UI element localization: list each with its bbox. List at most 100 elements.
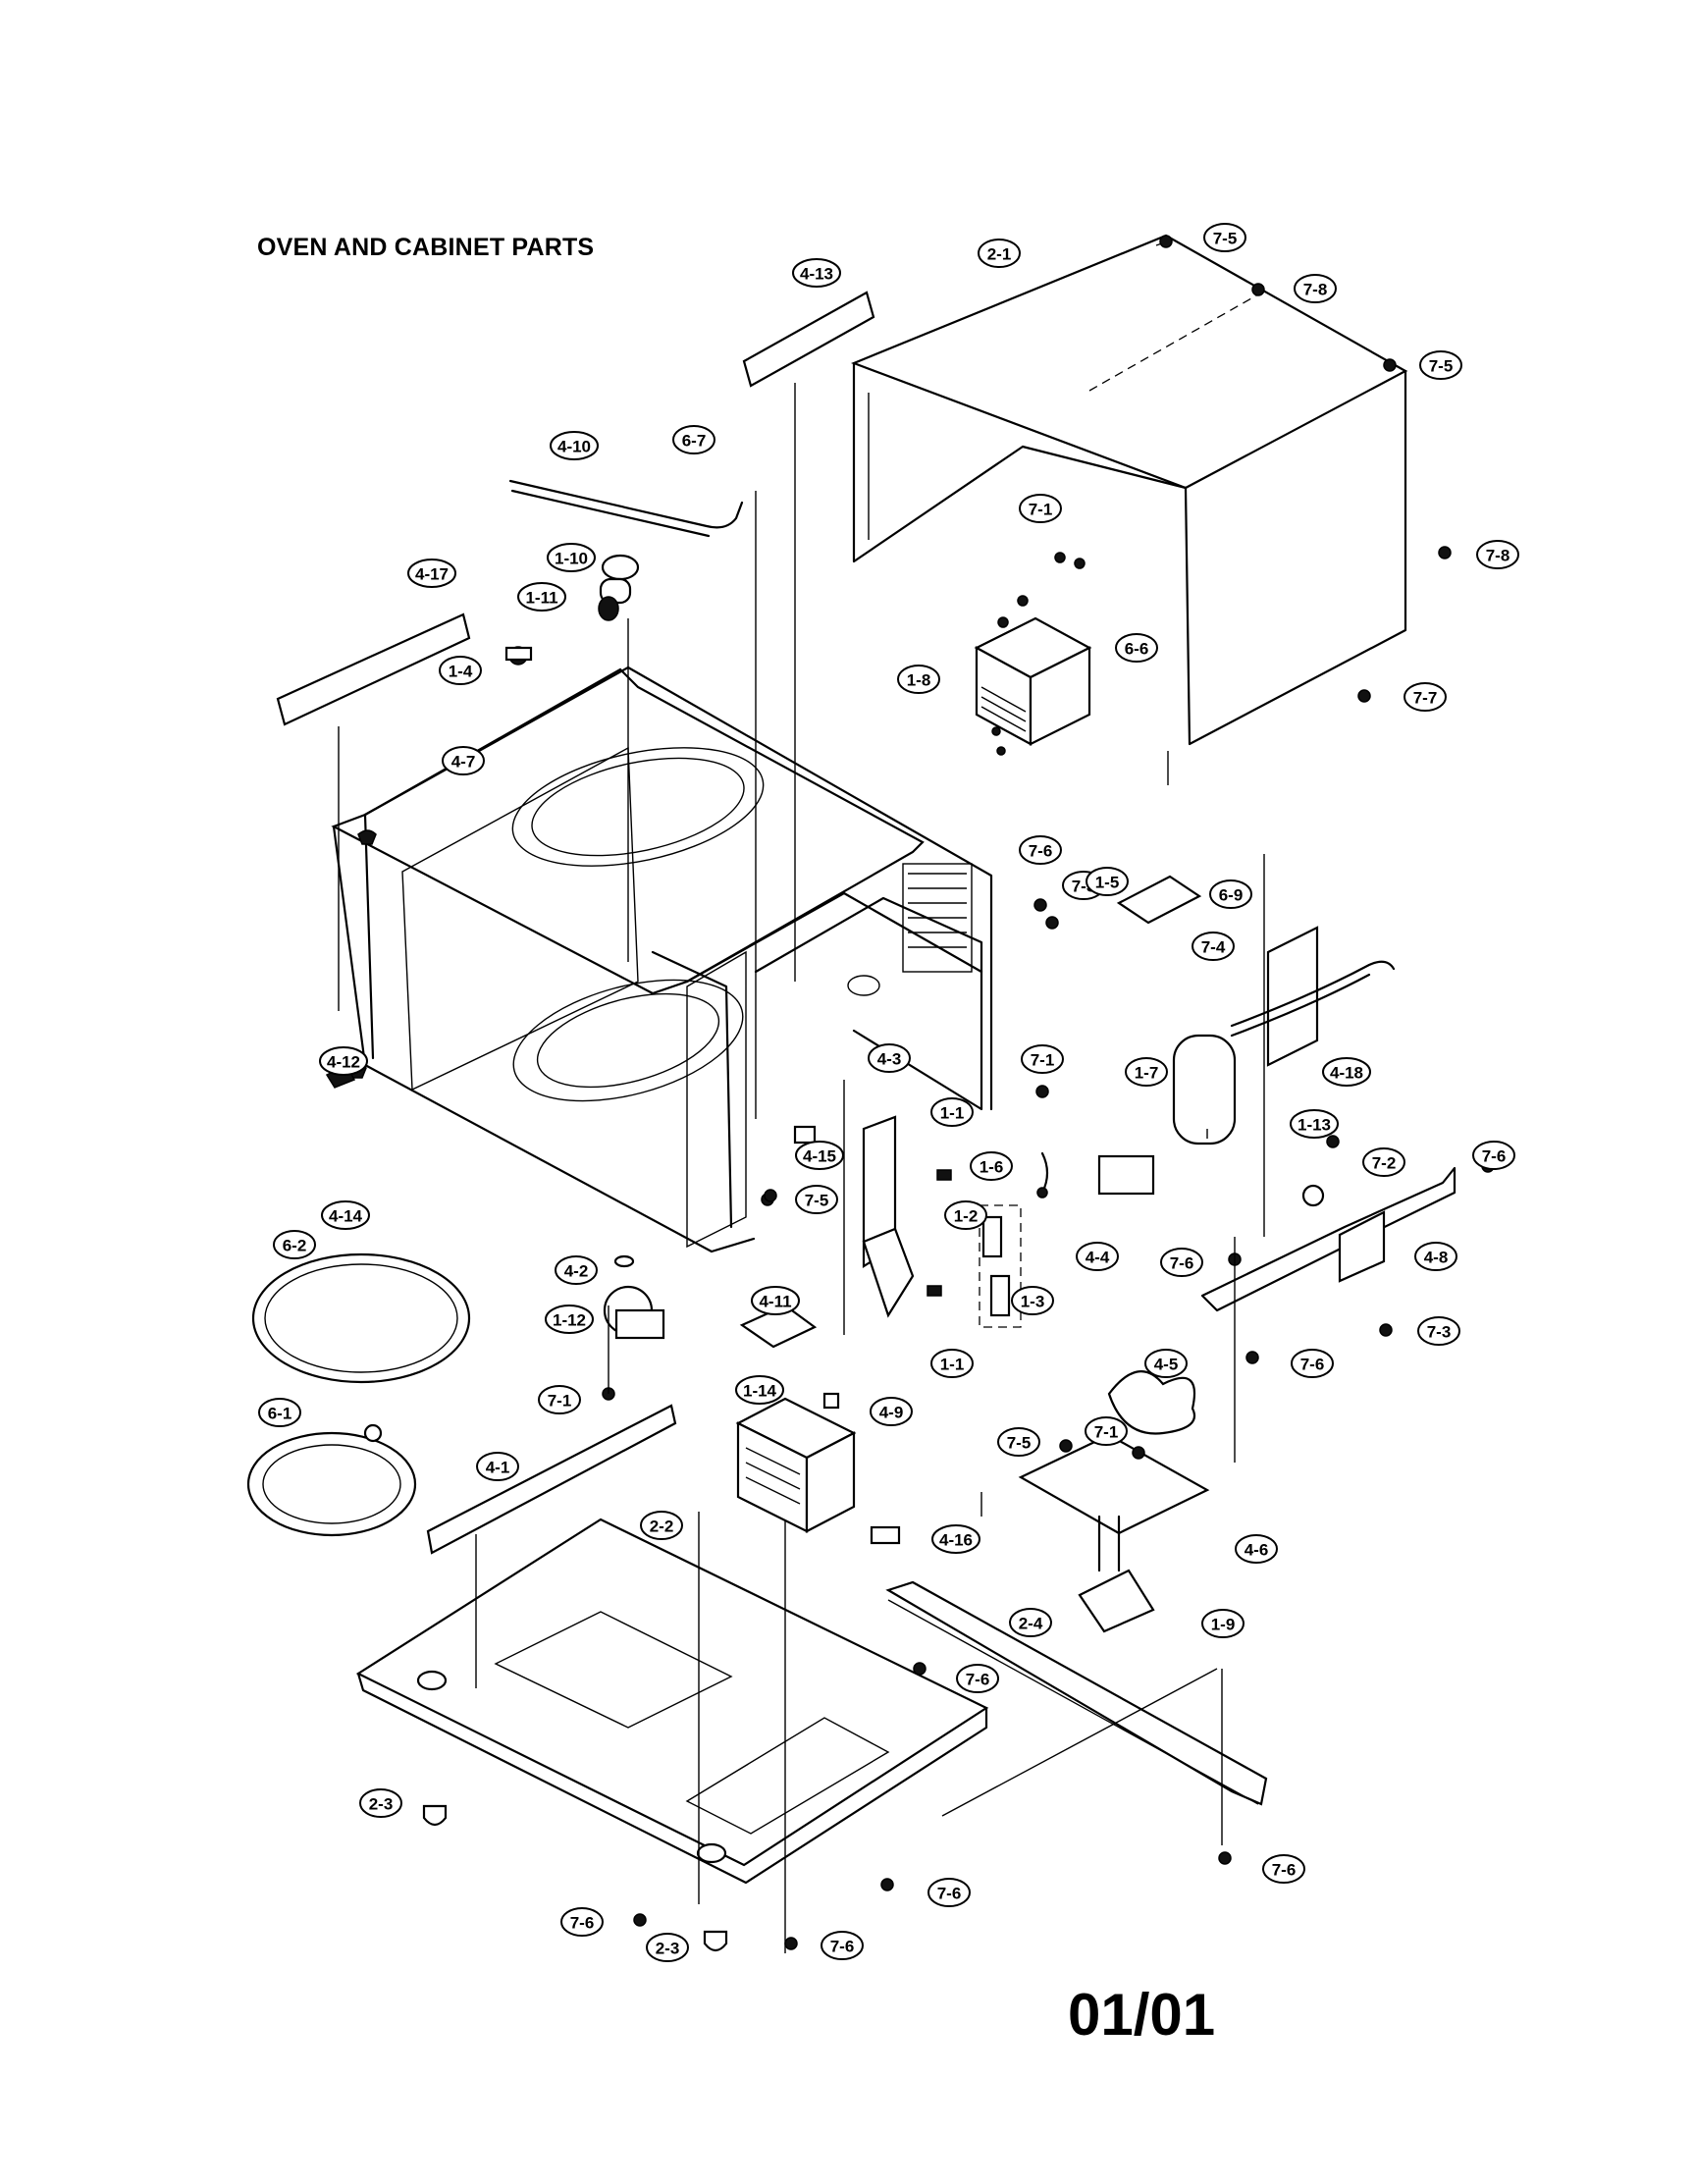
callout-1-14: 1-14 (735, 1375, 784, 1405)
callout-label: 7-8 (1486, 547, 1510, 565)
callout-label: 6-7 (682, 432, 707, 451)
callout-label: 2-1 (987, 245, 1012, 264)
callout-label: 7-7 (1413, 689, 1438, 708)
callout-7-6: 7-6 (927, 1878, 971, 1907)
callout-7-5: 7-5 (1419, 350, 1462, 380)
callout-1-7: 1-7 (1125, 1057, 1168, 1087)
base-plate (355, 1404, 989, 1952)
callout-6-6: 6-6 (1115, 633, 1158, 663)
callout-7-1: 7-1 (1019, 494, 1062, 523)
callout-6-1: 6-1 (258, 1398, 301, 1427)
callout-label: 7-6 (1170, 1254, 1194, 1273)
callout-7-5: 7-5 (1203, 223, 1246, 252)
callout-7-2: 7-2 (1362, 1147, 1405, 1177)
callout-1-6: 1-6 (970, 1151, 1013, 1181)
callout-label: 7-1 (1029, 501, 1053, 519)
callout-7-6: 7-6 (1472, 1141, 1515, 1170)
callout-1-12: 1-12 (545, 1305, 594, 1334)
callout-4-18: 4-18 (1322, 1057, 1371, 1087)
callout-1-9: 1-9 (1201, 1609, 1245, 1638)
callout-1-11: 1-11 (517, 582, 566, 612)
callout-2-1: 2-1 (978, 239, 1021, 268)
callout-4-2: 4-2 (555, 1255, 598, 1285)
callout-label: 4-11 (759, 1293, 791, 1311)
switch-assembly (862, 1115, 1022, 1328)
callout-7-4: 7-4 (1192, 932, 1235, 961)
callout-7-6: 7-6 (1019, 835, 1062, 865)
callout-label: 1-13 (1298, 1116, 1331, 1135)
callout-6-2: 6-2 (273, 1230, 316, 1259)
callout-label: 4-7 (451, 753, 476, 772)
callout-label: 7-6 (570, 1914, 595, 1933)
callout-7-7: 7-7 (1404, 682, 1447, 712)
callout-4-3: 4-3 (868, 1043, 911, 1073)
diagram-title: OVEN AND CABINET PARTS (257, 234, 595, 261)
callout-label: 4-4 (1086, 1249, 1110, 1267)
callout-7-3: 7-3 (1417, 1316, 1460, 1346)
callout-label: 4-17 (415, 565, 449, 584)
callout-label: 1-1 (940, 1356, 965, 1374)
callout-label: 2-3 (369, 1795, 394, 1814)
callout-7-6: 7-6 (1160, 1248, 1203, 1277)
callout-7-8: 7-8 (1476, 540, 1519, 569)
callout-4-10: 4-10 (550, 431, 599, 460)
base-rail (885, 1580, 1268, 1806)
callout-label: 7-5 (1007, 1434, 1032, 1453)
callout-label: 7-1 (548, 1392, 572, 1411)
callout-4-14: 4-14 (321, 1200, 370, 1230)
callout-7-1: 7-1 (1021, 1044, 1064, 1074)
callout-1-1: 1-1 (930, 1097, 974, 1127)
callout-label: 1-7 (1135, 1064, 1159, 1083)
callout-1-3: 1-3 (1011, 1286, 1054, 1315)
callout-label: 1-4 (449, 663, 473, 681)
callout-4-8: 4-8 (1414, 1242, 1457, 1271)
callout-4-15: 4-15 (795, 1141, 844, 1170)
callout-4-1: 4-1 (476, 1452, 519, 1481)
callout-1-10: 1-10 (547, 543, 596, 572)
callout-label: 7-3 (1427, 1323, 1452, 1342)
callout-7-6: 7-6 (560, 1907, 604, 1937)
callout-4-6: 4-6 (1235, 1534, 1278, 1564)
callout-4-5: 4-5 (1144, 1349, 1188, 1378)
callout-label: 4-1 (486, 1459, 510, 1477)
turntable-parts (246, 1064, 665, 1537)
callout-label: 7-6 (1482, 1147, 1507, 1166)
callout-4-9: 4-9 (870, 1397, 913, 1426)
callout-label: 4-8 (1424, 1249, 1449, 1267)
callout-label: 4-15 (803, 1147, 836, 1166)
callout-label: 6-9 (1219, 886, 1244, 905)
callout-label: 6-1 (268, 1405, 292, 1423)
callout-1-2: 1-2 (944, 1200, 987, 1230)
callout-label: 7-5 (805, 1192, 829, 1210)
callout-label: 7-6 (966, 1671, 990, 1689)
reference-lines (338, 383, 1265, 1953)
callout-label: 6-2 (283, 1237, 307, 1255)
callout-2-4: 2-4 (1009, 1608, 1052, 1637)
callout-4-7: 4-7 (442, 746, 485, 775)
callout-label: 7-2 (1372, 1154, 1397, 1173)
callout-label: 2-3 (656, 1940, 680, 1958)
callout-6-7: 6-7 (672, 425, 715, 454)
callout-4-13: 4-13 (792, 258, 841, 288)
callout-4-12: 4-12 (319, 1046, 368, 1076)
callout-2-2: 2-2 (640, 1511, 683, 1540)
callout-7-1: 7-1 (1085, 1416, 1128, 1446)
callout-label: 4-12 (327, 1053, 360, 1072)
callout-label: 2-2 (650, 1518, 674, 1536)
callout-1-1: 1-1 (930, 1349, 974, 1378)
callout-4-4: 4-4 (1076, 1242, 1119, 1271)
callout-1-13: 1-13 (1290, 1109, 1339, 1139)
page-code: 01/01 (1068, 1982, 1216, 2048)
callout-7-5: 7-5 (997, 1427, 1040, 1457)
callout-label: 2-4 (1019, 1615, 1043, 1633)
callout-1-5: 1-5 (1086, 867, 1129, 896)
callout-label: 1-5 (1095, 874, 1120, 892)
callout-label: 1-11 (525, 589, 557, 608)
callout-7-8: 7-8 (1294, 274, 1337, 303)
callout-label: 4-9 (879, 1404, 904, 1422)
callout-label: 7-6 (1029, 842, 1053, 861)
callout-label: 1-9 (1211, 1616, 1236, 1634)
callout-label: 4-14 (329, 1207, 363, 1226)
